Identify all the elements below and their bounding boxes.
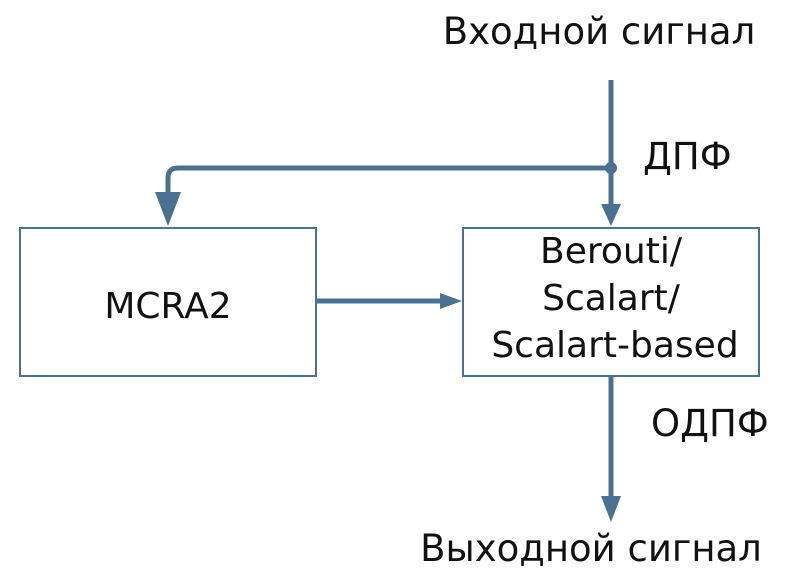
mcra-block [19, 227, 317, 377]
estimator-line-1: Berouti/ [540, 231, 683, 272]
dft-label: ДПФ [643, 135, 732, 178]
mcra-block-label: MCRA2 [104, 286, 231, 327]
estimator-line-2: Scalart/ [542, 278, 681, 319]
estimator-line-3: Scalart-based [491, 325, 738, 366]
input-signal-label: Входной сигнал [443, 10, 755, 53]
mcra-input-arrow-head [155, 192, 181, 226]
branch-line-to-mcra [165, 165, 611, 200]
estimator-input-arrow-head [440, 293, 462, 309]
input-arrow-head [601, 204, 621, 226]
output-signal-label: Выходной сигнал [420, 527, 762, 570]
idft-label: ОДПФ [651, 402, 769, 445]
output-arrow-head [601, 496, 621, 522]
estimator-block [462, 227, 760, 377]
